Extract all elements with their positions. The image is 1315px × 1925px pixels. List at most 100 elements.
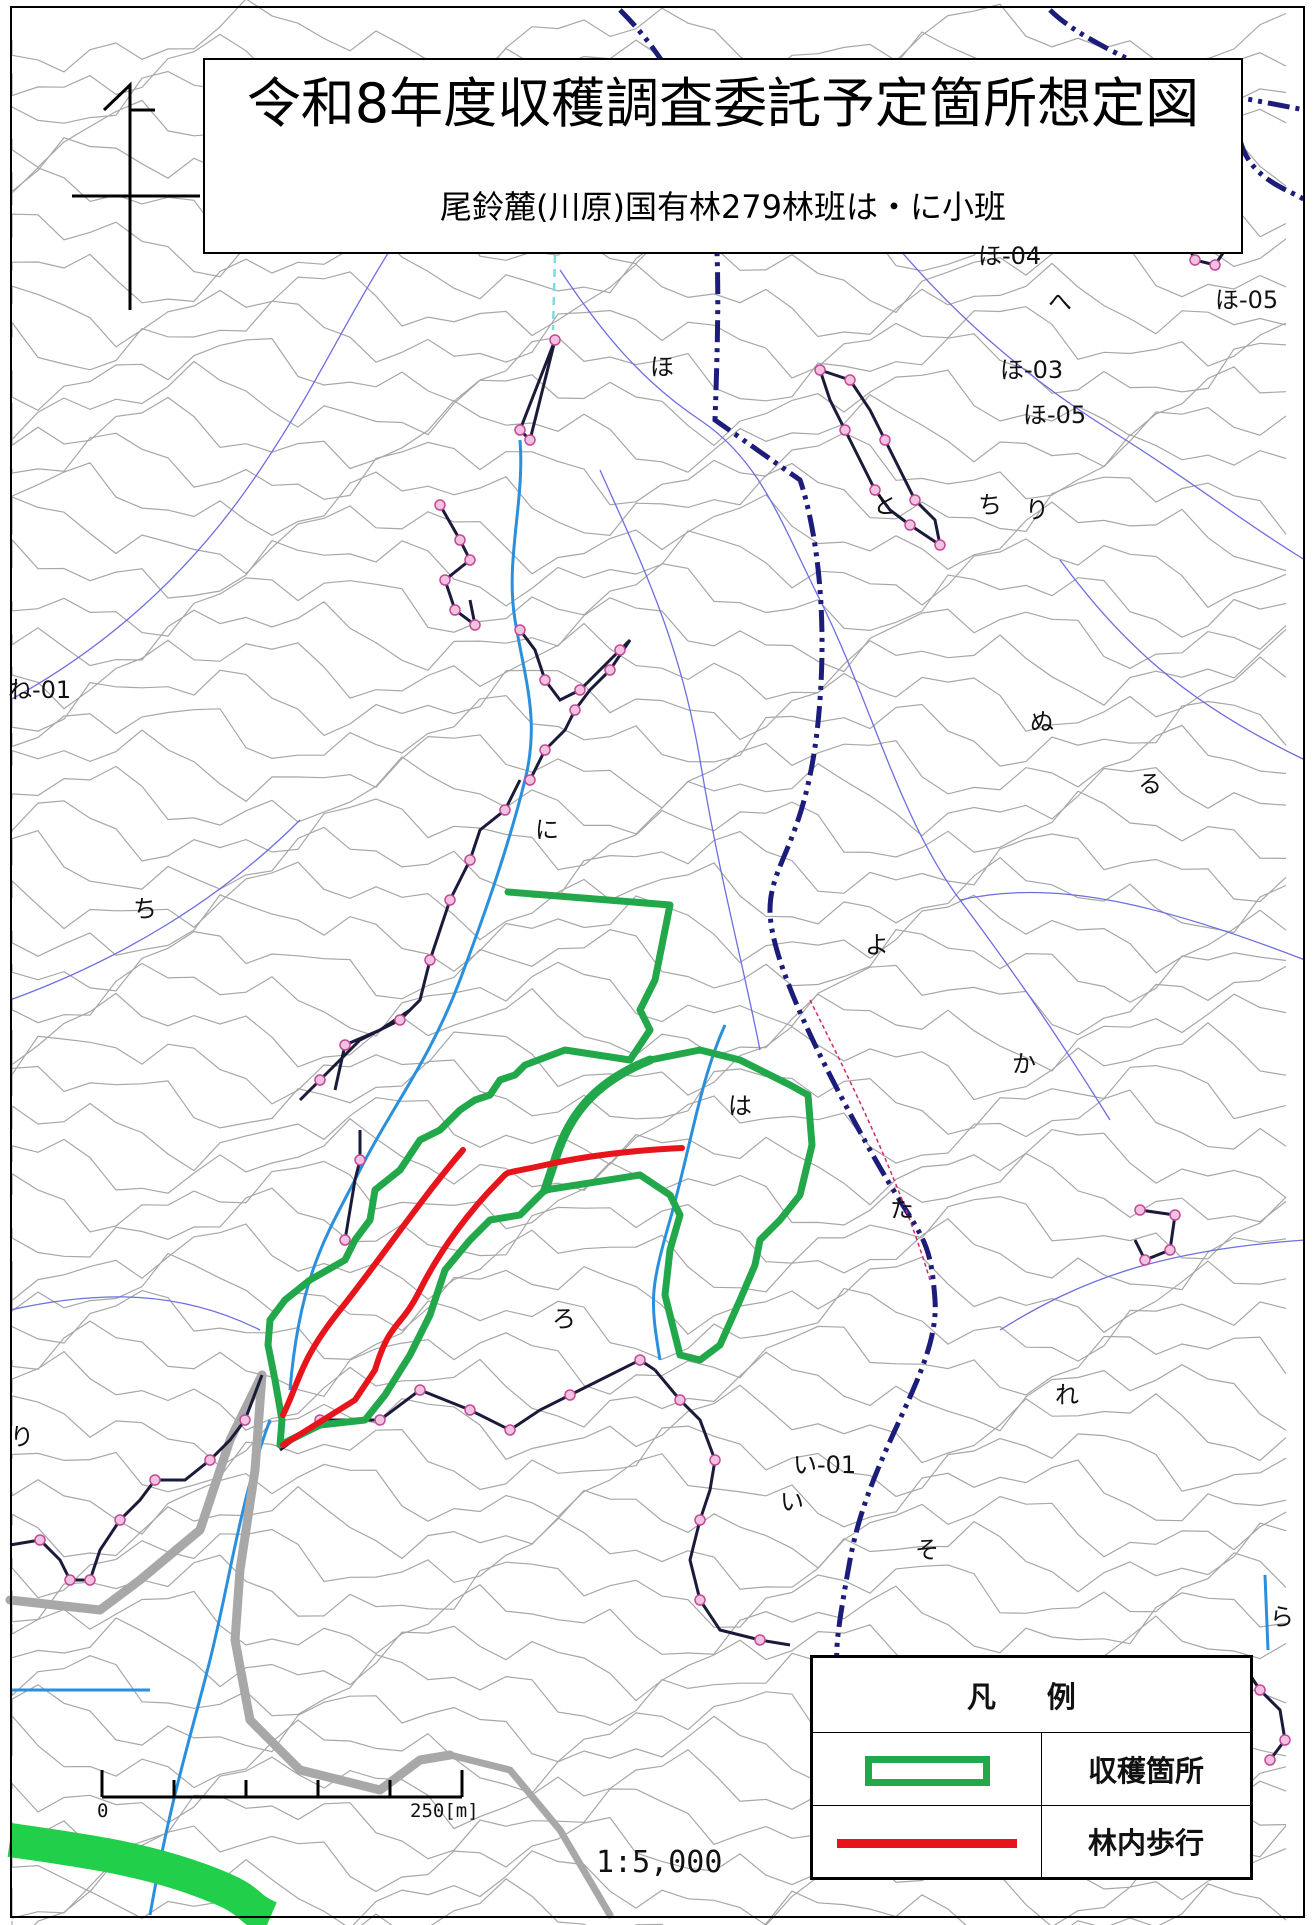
contour-line — [11, 360, 1287, 447]
survey-point-marker — [524, 434, 536, 446]
red-boundary-thin — [809, 999, 931, 1281]
label-ka: か — [1012, 1050, 1036, 1078]
survey-point-marker — [869, 484, 881, 496]
survey-point-marker — [434, 499, 446, 511]
contour-line — [11, 622, 1287, 710]
contour-line — [11, 694, 1287, 767]
stream-dashed — [551, 254, 557, 331]
survey-point-marker — [879, 434, 891, 446]
contour-line — [11, 1287, 1287, 1362]
survey-point-marker — [464, 854, 476, 866]
contour-line — [11, 1059, 1287, 1135]
survey-point-marker — [439, 574, 451, 586]
contour-line — [11, 656, 1287, 741]
label-ne-01: ね-01 — [8, 676, 72, 704]
survey-point-marker — [339, 1234, 351, 1246]
forest-walk-paths — [280, 1145, 685, 1448]
contour-line — [11, 493, 1287, 575]
survey-point-marker — [1189, 254, 1201, 266]
contour-line — [11, 597, 1287, 673]
survey-point-marker — [469, 619, 481, 631]
label-ha: は — [728, 1092, 752, 1120]
legend: 凡 例 収穫箇所 林内歩行 — [810, 1655, 1253, 1880]
contour-line — [11, 262, 1287, 348]
contour-line — [11, 394, 1287, 473]
contour-line — [11, 961, 1287, 1037]
contour-line — [11, 1552, 1287, 1628]
label-ra: ら — [1270, 1603, 1294, 1631]
scalebar-end-label: 250[m] — [410, 1800, 479, 1822]
survey-point-marker — [1164, 1244, 1176, 1256]
contour-line — [11, 1089, 1287, 1172]
contour-line — [11, 826, 1287, 903]
survey-point-marker — [374, 1414, 386, 1426]
survey-point-marker — [574, 684, 586, 696]
survey-point-marker — [424, 954, 436, 966]
label-ru: る — [1138, 770, 1162, 798]
survey-point-marker — [204, 1454, 216, 1466]
legend-swatch-cell-walk — [812, 1804, 1042, 1878]
survey-point-marker — [814, 364, 826, 376]
survey-point-marker — [674, 1394, 686, 1406]
survey-point-marker — [569, 704, 581, 716]
scalebar-start-label: 0 — [97, 1800, 109, 1822]
contour-line — [11, 462, 1287, 537]
contour-line — [11, 1320, 1287, 1397]
survey-point-marker — [454, 534, 466, 546]
title-box: 令和8年度収穫調査委託予定箇所想定図 尾鈴麓(川原)国有林279林班は・に小班 — [203, 58, 1243, 254]
legend-label-harvest: 収穫箇所 — [1041, 1732, 1251, 1806]
label-yo: よ — [865, 931, 889, 959]
label-he: へ — [1048, 288, 1072, 316]
survey-point-marker — [839, 424, 851, 436]
label-ri-b: り — [10, 1423, 34, 1451]
contour-line — [11, 1187, 1287, 1264]
survey-point-marker — [1134, 1204, 1146, 1216]
survey-point-marker — [539, 744, 551, 756]
survey-point-marker — [514, 424, 526, 436]
label-ri-a: り — [1025, 496, 1049, 524]
contour-line — [11, 1252, 1287, 1335]
survey-point-marker — [444, 894, 456, 906]
survey-point-marker — [634, 1354, 646, 1366]
contour-line — [11, 724, 1287, 809]
survey-point-marker — [904, 519, 916, 531]
national-forest-boundary — [618, 8, 1307, 1701]
contour-line — [11, 1350, 1287, 1432]
survey-point-marker — [604, 664, 616, 676]
survey-point-marker — [539, 674, 551, 686]
contour-line — [11, 894, 1287, 974]
survey-point-marker — [464, 554, 476, 566]
survey-point-marker — [84, 1574, 96, 1586]
survey-point-marker — [394, 1014, 406, 1026]
contour-line — [11, 856, 1287, 941]
contour-line — [11, 1384, 1287, 1468]
contour-line — [11, 790, 1287, 871]
survey-point-marker — [1139, 1254, 1151, 1266]
contour-lines — [11, 0, 1287, 1925]
label-chi-a: ち — [978, 491, 1002, 519]
contour-line — [11, 432, 1287, 506]
survey-point-marker — [844, 374, 856, 386]
green-belt — [7, 1823, 278, 1925]
scale-bar — [100, 1770, 464, 1799]
contour-line — [11, 530, 1287, 609]
label-i-01: い-01 — [793, 1451, 857, 1479]
scale-ratio: 1:5,000 — [596, 1845, 723, 1880]
label-so: そ — [915, 1536, 939, 1564]
survey-point-marker — [314, 1074, 326, 1086]
contour-line — [11, 756, 1287, 837]
label-to: と — [873, 491, 897, 519]
survey-point-marker — [449, 604, 461, 616]
survey-point-marker — [709, 1454, 721, 1466]
label-ro: ろ — [552, 1305, 576, 1333]
contour-line — [11, 1152, 1287, 1233]
survey-point-marker — [909, 494, 921, 506]
survey-point-marker — [114, 1514, 126, 1526]
survey-point-marker — [504, 1424, 516, 1436]
harvest-area-polygons — [264, 888, 816, 1449]
survey-point-marker — [1279, 1734, 1291, 1746]
contour-line — [11, 0, 1287, 81]
contour-line — [11, 1117, 1287, 1206]
label-nu: ぬ — [1030, 708, 1054, 736]
